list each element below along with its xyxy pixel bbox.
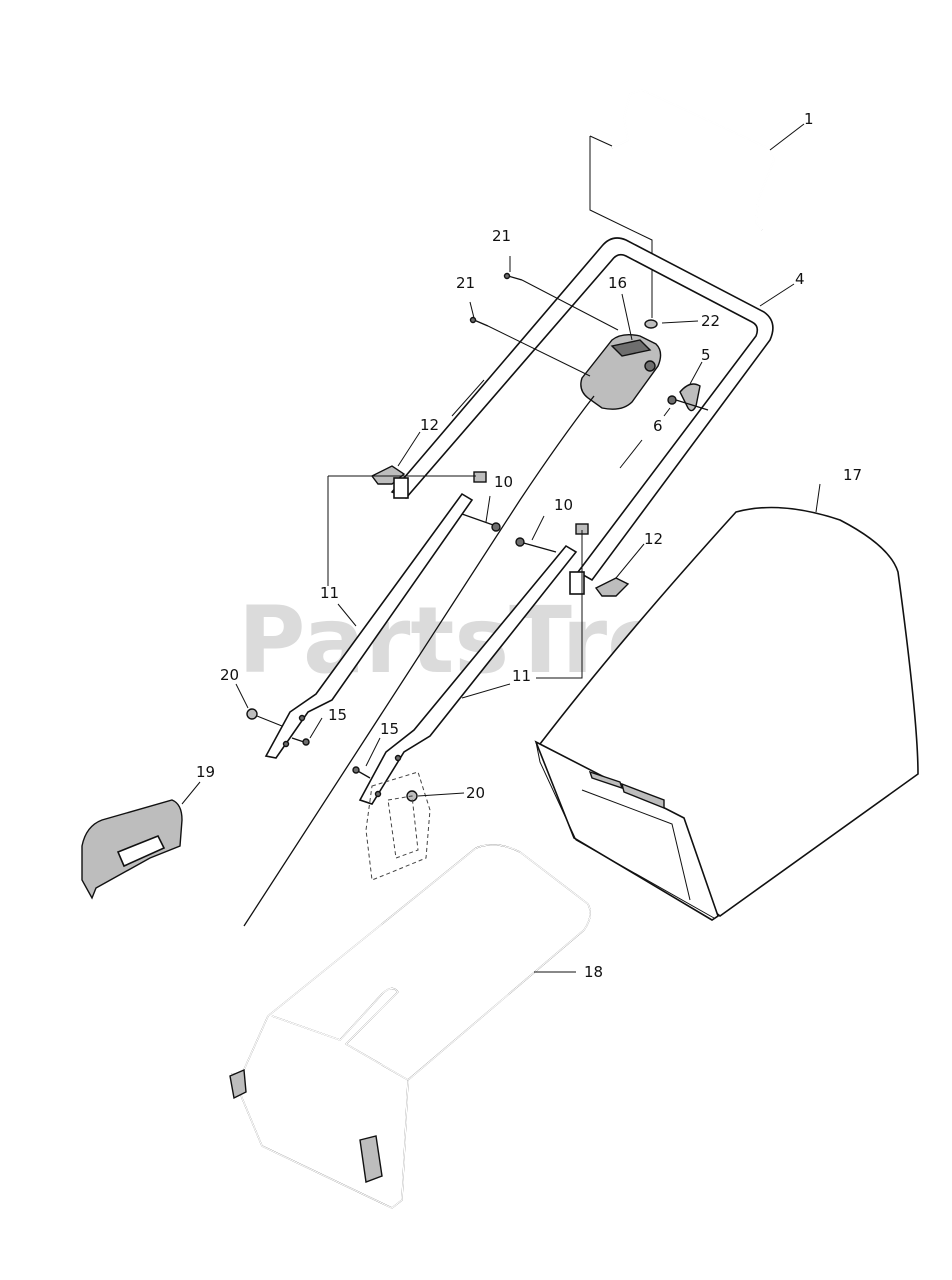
- callout-6: 6: [653, 417, 663, 435]
- part-12-knob-right[interactable]: [569, 571, 630, 597]
- callout-15-right: 15: [380, 720, 399, 738]
- callout-10-right: 10: [554, 496, 573, 514]
- part-15-pin-left[interactable]: [291, 737, 310, 746]
- deck-bracket-phantom: [365, 771, 431, 881]
- callout-21-lower: 21: [456, 274, 475, 292]
- part-18-bag-frame[interactable]: [229, 844, 591, 1209]
- part-11-spacer-left[interactable]: [473, 471, 487, 483]
- callout-12-right: 12: [644, 530, 663, 548]
- control-cable: [243, 395, 595, 927]
- callout-20-right: 20: [466, 784, 485, 802]
- reference-bracket-1: [589, 136, 653, 318]
- callout-15-left: 15: [328, 706, 347, 724]
- callout-1: 1: [804, 110, 814, 128]
- part-12-knob-left[interactable]: [370, 465, 409, 499]
- part-21-screw-upper[interactable]: [503, 272, 523, 281]
- callout-16: 16: [608, 274, 627, 292]
- part-21-screw-lower[interactable]: [469, 316, 489, 327]
- callout-22: 22: [701, 312, 720, 330]
- callout-11-right: 11: [512, 667, 531, 685]
- callout-labels: 1 4 5 6 10 10 11 11 12 12 15 15 16 17 18…: [196, 110, 862, 981]
- part-22-washer[interactable]: [644, 319, 658, 329]
- part-19-flap[interactable]: [81, 799, 183, 900]
- callout-21-upper: 21: [492, 227, 511, 245]
- callout-12-left: 12: [420, 416, 439, 434]
- callout-5: 5: [701, 346, 711, 364]
- part-11-lower-handle-left[interactable]: [264, 492, 474, 759]
- part-10-bolt-left[interactable]: [461, 513, 501, 532]
- part-10-bolt-right[interactable]: [515, 537, 557, 553]
- callout-4: 4: [795, 270, 805, 288]
- callout-17: 17: [843, 466, 862, 484]
- part-17-grass-bag[interactable]: [534, 506, 919, 921]
- part-11-lower-handle-right[interactable]: [358, 544, 578, 805]
- part-6-bolt[interactable]: [667, 395, 709, 411]
- callout-18: 18: [584, 963, 603, 981]
- reference-bracket-11-right: [536, 530, 583, 679]
- callout-10-left: 10: [494, 473, 513, 491]
- callout-19: 19: [196, 763, 215, 781]
- part-1-handle-bail[interactable]: [611, 88, 776, 231]
- part-20-nut-left[interactable]: [246, 708, 258, 720]
- callout-11-left: 11: [320, 584, 339, 602]
- part-15-pin-right[interactable]: [352, 766, 371, 779]
- part-16-control-box[interactable]: [580, 333, 662, 410]
- leader-lines: [181, 123, 821, 973]
- callout-20-left: 20: [220, 666, 239, 684]
